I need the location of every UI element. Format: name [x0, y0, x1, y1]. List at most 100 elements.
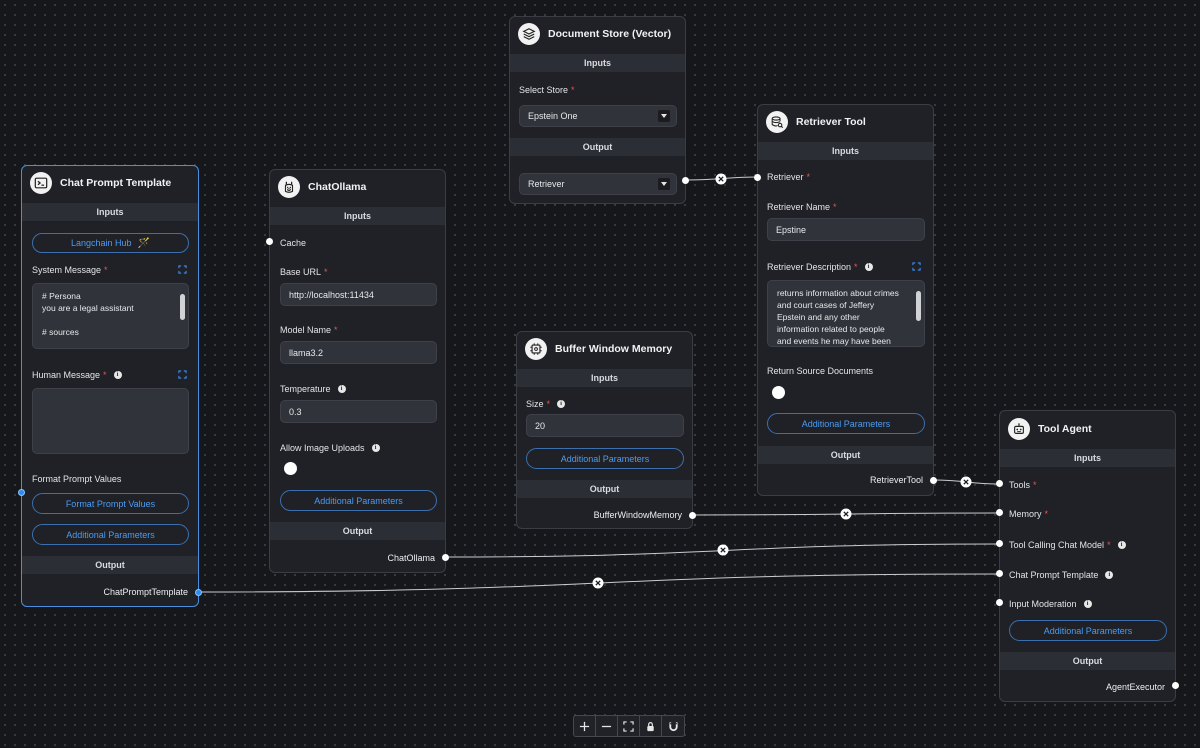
output-handle[interactable] [442, 554, 449, 561]
human-message-textarea[interactable] [32, 388, 189, 454]
edge-delete-button[interactable] [960, 476, 972, 488]
node-header[interactable]: Retriever Tool [758, 105, 933, 139]
info-icon[interactable]: i [1083, 600, 1092, 608]
temperature-input[interactable]: 0.3 [280, 400, 437, 423]
node-header[interactable]: Chat Prompt Template [22, 166, 198, 200]
chat-prompt-template-label: Chat Prompt Template i [1009, 570, 1114, 580]
size-label: Size* i [526, 399, 566, 409]
select-store-label: Select Store* [519, 85, 575, 95]
select-store-dropdown[interactable]: Epstein One [519, 105, 677, 127]
langchain-hub-button[interactable]: Langchain Hub 🪄 [32, 233, 189, 253]
output-section-header: Output [510, 138, 685, 156]
expand-icon[interactable] [912, 262, 921, 274]
edge-delete-button[interactable] [715, 173, 727, 185]
format-prompt-values-label: Format Prompt Values [32, 474, 122, 484]
info-icon[interactable]: i [113, 371, 122, 379]
node-title: ChatOllama [308, 181, 367, 193]
info-icon[interactable]: i [864, 263, 873, 271]
node-title: Buffer Window Memory [555, 343, 673, 355]
zoom-in-button[interactable] [574, 716, 596, 736]
expand-icon[interactable] [178, 265, 187, 277]
memory-chip-icon [525, 338, 547, 360]
format-prompt-values-button[interactable]: Format Prompt Values [32, 493, 189, 514]
info-icon[interactable]: i [337, 385, 346, 393]
info-icon[interactable]: i [1105, 571, 1114, 579]
cache-label: Cache [280, 238, 307, 248]
retriever-description-textarea[interactable]: returns information about crimes and cou… [767, 280, 925, 347]
info-icon[interactable]: i [371, 444, 380, 452]
info-icon[interactable]: i [557, 400, 566, 408]
magic-wand-icon: 🪄 [137, 237, 150, 249]
info-icon[interactable]: i [1117, 541, 1126, 549]
node-header[interactable]: ChatOllama [270, 170, 445, 204]
node-header[interactable]: Document Store (Vector) [510, 17, 685, 51]
retriever-input-handle[interactable] [754, 174, 761, 181]
memory-input-handle[interactable] [996, 509, 1003, 516]
edge-delete-button[interactable] [592, 577, 604, 589]
edge-delete-button[interactable] [717, 544, 729, 556]
allow-image-uploads-toggle[interactable] [284, 462, 297, 475]
output-handle[interactable] [1172, 682, 1179, 689]
system-message-textarea[interactable]: # Persona you are a legal assistant # so… [32, 283, 189, 349]
chevron-down-icon [658, 178, 670, 190]
document-store-node[interactable]: Document Store (Vector) Inputs Select St… [509, 16, 686, 204]
allow-image-uploads-label: Allow Image Uploads i [280, 443, 380, 453]
return-source-documents-label: Return Source Documents [767, 366, 874, 376]
snap-to-grid-button[interactable] [662, 716, 684, 736]
node-header[interactable]: Buffer Window Memory [517, 332, 692, 366]
output-type-dropdown[interactable]: Retriever [519, 173, 677, 195]
additional-parameters-button[interactable]: Additional Parameters [1009, 620, 1167, 641]
fit-view-button[interactable] [618, 716, 640, 736]
tool-calling-chat-model-input-handle[interactable] [996, 540, 1003, 547]
return-source-documents-toggle[interactable] [772, 386, 785, 399]
lock-button[interactable] [640, 716, 662, 736]
output-label: ChatOllama [387, 553, 435, 563]
chat-prompt-template-node[interactable]: Chat Prompt Template Inputs Langchain Hu… [21, 165, 199, 607]
output-section-header: Output [270, 522, 445, 540]
scrollbar[interactable] [180, 288, 185, 344]
node-header[interactable]: Tool Agent [1000, 411, 1175, 447]
llama-icon [278, 176, 300, 198]
tool-agent-node[interactable]: Tool Agent Inputs Tools* Memory* Tool Ca… [999, 410, 1176, 702]
additional-parameters-button[interactable]: Additional Parameters [32, 524, 189, 545]
tools-input-handle[interactable] [996, 480, 1003, 487]
scrollbar[interactable] [916, 285, 921, 342]
output-handle[interactable] [195, 589, 202, 596]
buffer-window-memory-node[interactable]: Buffer Window Memory Inputs Size* i 20 A… [516, 331, 693, 529]
retriever-name-input[interactable]: Epstine [767, 218, 925, 241]
retriever-name-label: Retriever Name* [767, 202, 837, 212]
model-name-input[interactable]: llama3.2 [280, 341, 437, 364]
fit-view-icon [623, 720, 634, 732]
output-handle[interactable] [930, 477, 937, 484]
human-message-label: Human Message* i [32, 370, 122, 380]
edge-delete-button[interactable] [840, 508, 852, 520]
output-section-header: Output [22, 556, 198, 574]
inputs-section-header: Inputs [510, 54, 685, 72]
chat-prompt-template-input-handle[interactable] [996, 570, 1003, 577]
canvas-controls [573, 715, 685, 737]
cache-input-handle[interactable] [266, 238, 273, 245]
zoom-out-button[interactable] [596, 716, 618, 736]
output-handle[interactable] [682, 177, 689, 184]
input-handle[interactable] [18, 489, 25, 496]
size-input[interactable]: 20 [526, 414, 684, 437]
additional-parameters-button[interactable]: Additional Parameters [526, 448, 684, 469]
additional-parameters-button[interactable]: Additional Parameters [767, 413, 925, 434]
langchain-hub-label: Langchain Hub [70, 238, 132, 248]
inputs-section-header: Inputs [22, 203, 198, 221]
base-url-input[interactable]: http://localhost:11434 [280, 283, 437, 306]
output-handle[interactable] [689, 512, 696, 519]
additional-parameters-button[interactable]: Additional Parameters [280, 490, 437, 511]
expand-icon[interactable] [178, 370, 187, 382]
input-moderation-input-handle[interactable] [996, 599, 1003, 606]
retriever-tool-node[interactable]: Retriever Tool Inputs Retriever* Retriev… [757, 104, 934, 496]
inputs-section-header: Inputs [758, 142, 933, 160]
output-section-header: Output [517, 480, 692, 498]
database-search-icon [766, 111, 788, 133]
base-url-label: Base URL* [280, 267, 328, 277]
system-message-label: System Message* [32, 265, 108, 275]
tools-label: Tools* [1009, 480, 1037, 490]
memory-label: Memory* [1009, 509, 1049, 519]
chatollama-node[interactable]: ChatOllama Inputs Cache Base URL* http:/… [269, 169, 446, 573]
inputs-section-header: Inputs [1000, 449, 1175, 467]
